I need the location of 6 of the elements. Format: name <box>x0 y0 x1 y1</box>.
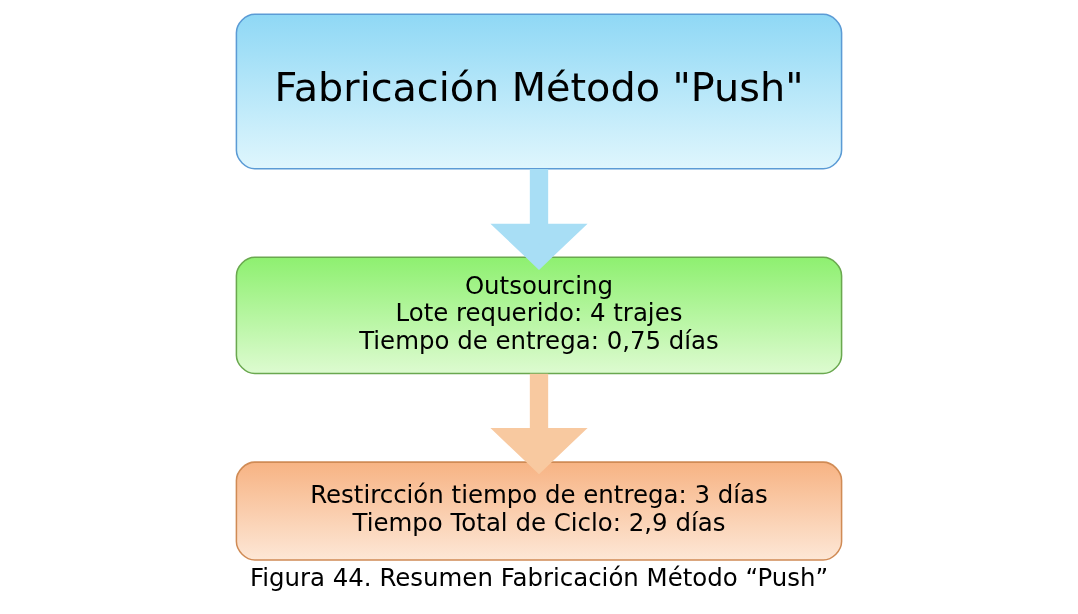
node-box: Fabricación Método "Push" <box>235 13 843 170</box>
arrow <box>490 373 588 475</box>
arrow <box>490 169 588 270</box>
node-box: Restircción tiempo de entrega: 3 días Tiempo Total de Ciclo: 2,9 días <box>235 461 843 561</box>
node-box: Outsourcing Lote requerido: 4 trajes Tiempo de entrega: 0,75 días <box>235 256 843 375</box>
caption: Figura 44. Resumen Fabricación Método “Push” <box>249 562 829 592</box>
